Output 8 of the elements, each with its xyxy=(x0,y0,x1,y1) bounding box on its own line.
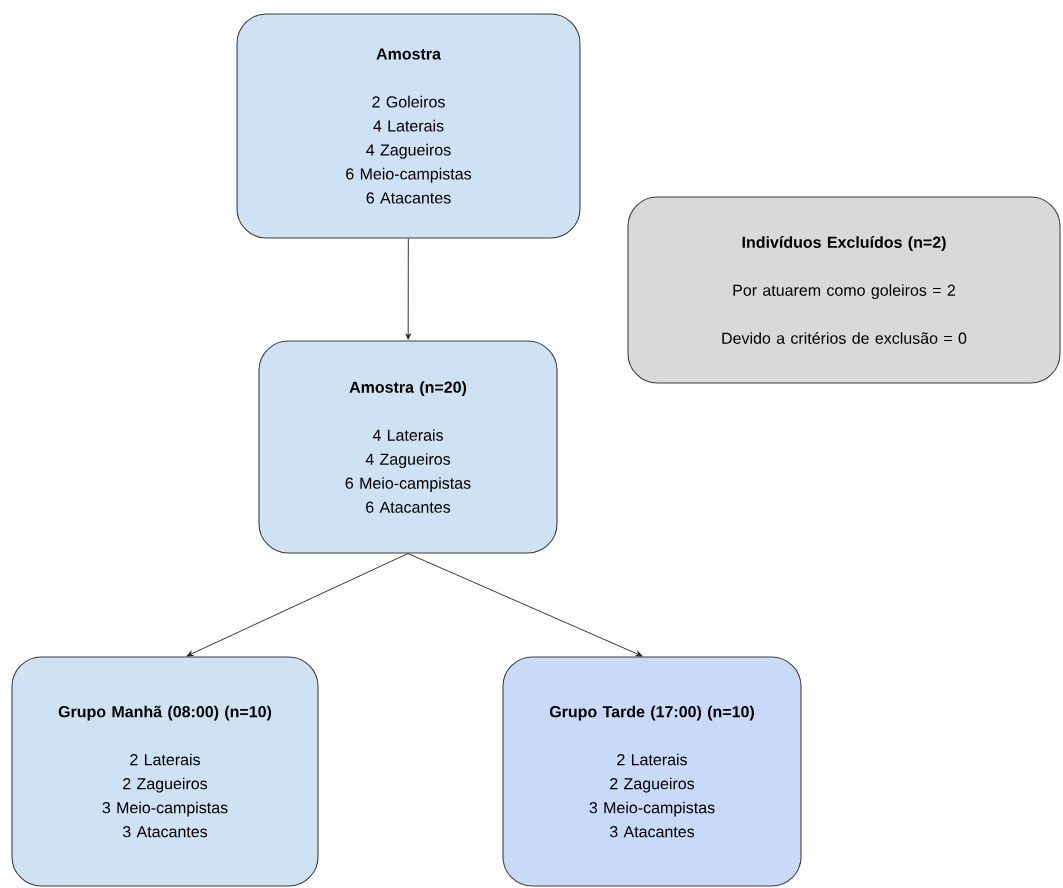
arrow xyxy=(405,238,411,340)
sample-box: Amostra (n=20) 4 Laterais 4 Zagueiros 6 Meio-campistas 6 Atacantes xyxy=(258,340,558,554)
group-box: Grupo Tarde (17:00) (n=10) 2 Laterais 2 Zagueiros 3 Meio-campistas 3 Atacantes xyxy=(502,656,802,887)
sample-box: Amostra 2 Goleiros 4 Laterais 4 Zagueiros 6 Meio-campistas 6 Atacantes xyxy=(236,13,581,239)
arrow xyxy=(407,553,643,657)
arrow xyxy=(186,553,409,657)
excluded-box: Indivíduos Excluídos (n=2) Por atuarem como goleiros = 2 Devido a critérios de exclusão = 0 xyxy=(627,196,1061,384)
group-box: Grupo Manhã (08:00) (n=10) 2 Laterais 2 Zagueiros 3 Meio-campistas 3 Atacantes xyxy=(11,656,319,887)
